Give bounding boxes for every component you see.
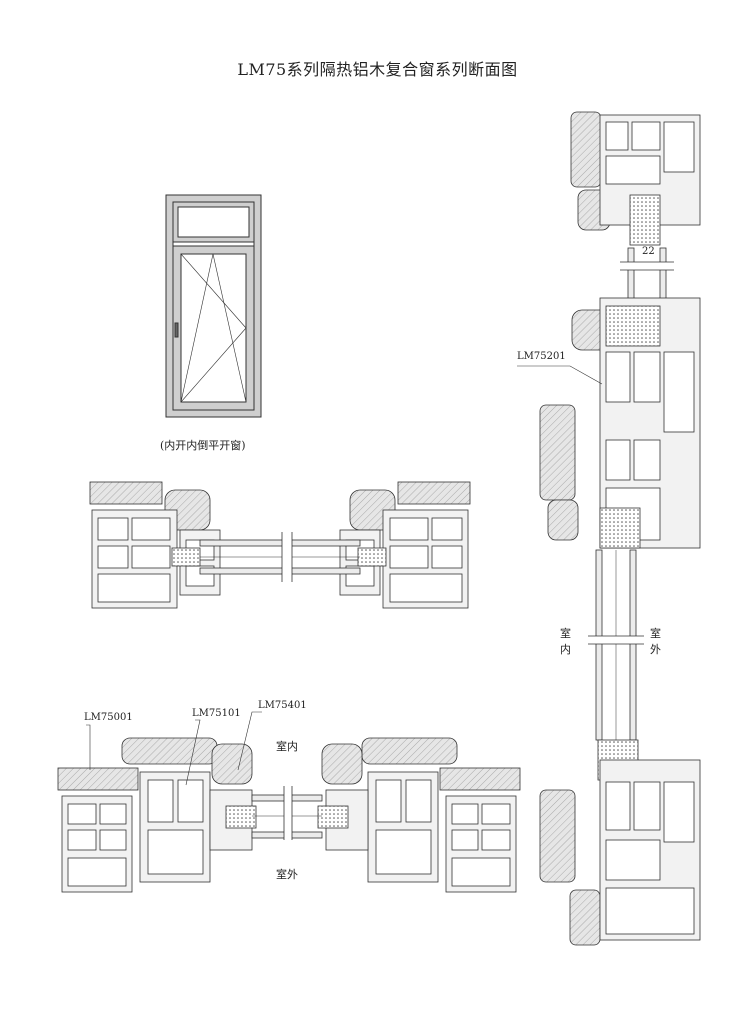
page-title: LM75系列隔热铝木复合窗系列断面图 [237, 60, 518, 79]
horizontal-section-upper [89, 481, 471, 609]
label-outdoor-lower: 室外 [276, 868, 298, 881]
spacer-right [357, 547, 387, 567]
wood-head [570, 111, 602, 188]
sash-glass [180, 253, 247, 403]
vertical-section [517, 111, 701, 946]
wood-cover-left [89, 481, 163, 505]
wood-cover-right [397, 481, 471, 505]
window-elevation [165, 194, 262, 418]
wood-cover-lower-left [57, 767, 139, 791]
wood-sash-lower-left [121, 737, 218, 765]
label-indoor-lower: 室内 [276, 740, 298, 753]
transom-glass [177, 206, 250, 238]
label-vertical-outdoor-1: 室 [650, 627, 661, 640]
window-caption: (内开内倒平开窗) [160, 439, 246, 452]
label-lm75001: LM75001 [84, 712, 133, 723]
handle-icon [174, 322, 179, 338]
wood-cover-lower-right [439, 767, 521, 791]
label-lm75201: LM75201 [517, 351, 566, 362]
label-vertical-outdoor-2: 外 [650, 643, 661, 656]
spacer-left [171, 547, 201, 567]
label-lm75101: LM75101 [192, 708, 241, 719]
wood-sash-lower-right [361, 737, 458, 765]
wood-transom [539, 404, 576, 501]
label-vertical-indoor-2: 内 [560, 643, 571, 656]
wood-sill [539, 789, 576, 883]
horizontal-section-lower [57, 711, 521, 893]
dimension-22: 22 [642, 246, 655, 257]
label-lm75401: LM75401 [258, 700, 307, 711]
label-vertical-indoor-1: 室 [560, 627, 571, 640]
